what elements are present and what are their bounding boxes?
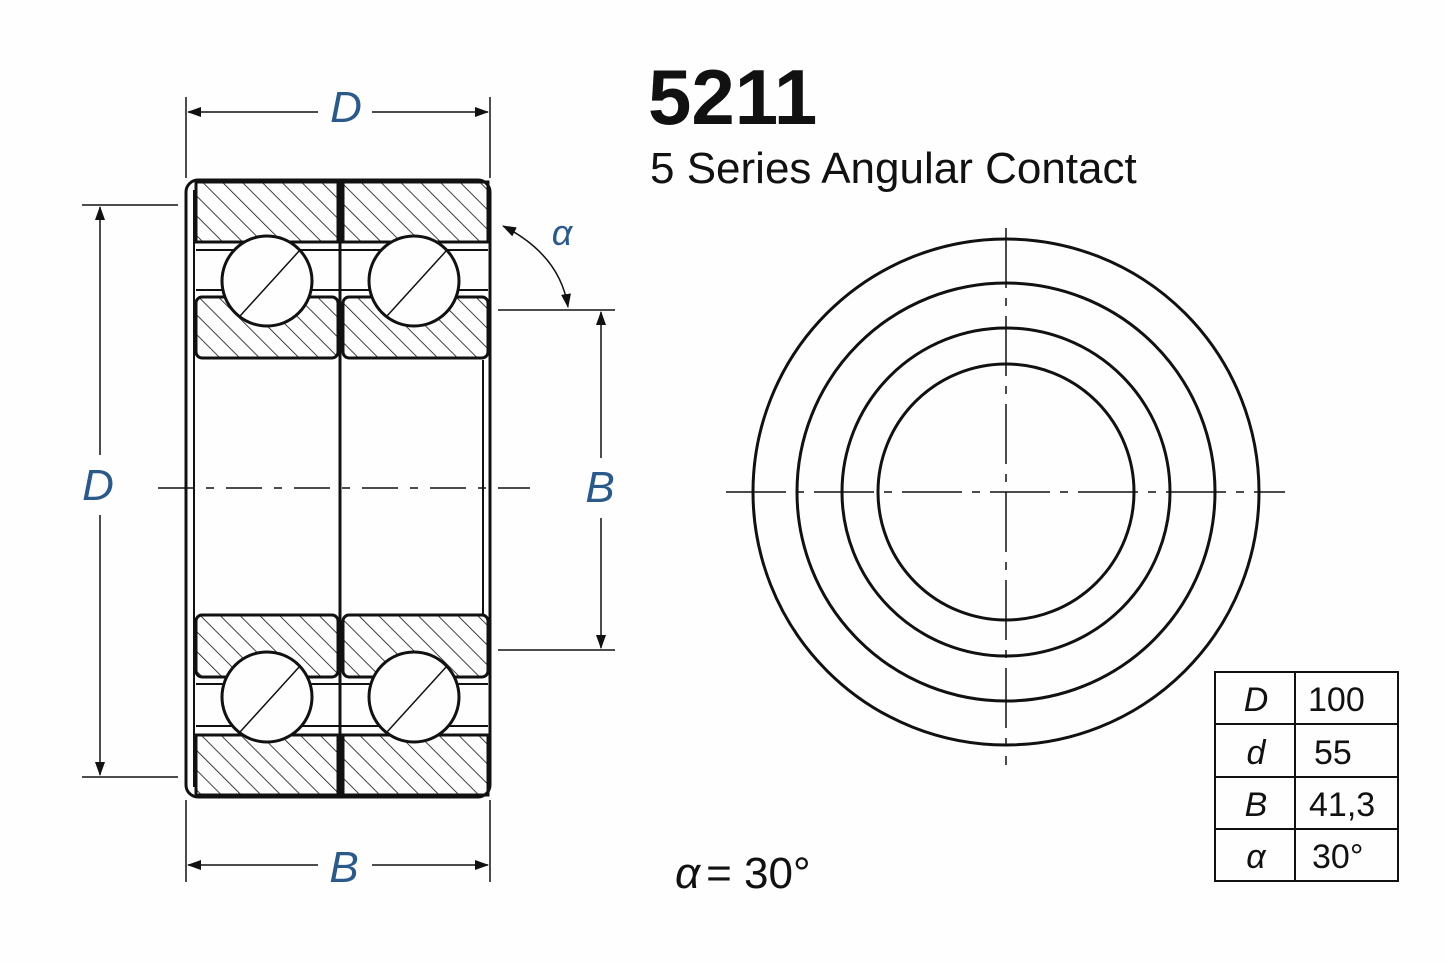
table-value: 55 (1314, 734, 1352, 772)
right-dimension-label: B (585, 463, 614, 512)
ball (220, 650, 314, 744)
angle-label: α (552, 212, 574, 253)
bottom-dimension-label: B (329, 843, 358, 892)
table-row: d 55 (1247, 734, 1352, 772)
table-value: 100 (1308, 681, 1365, 719)
ball (367, 650, 461, 744)
ball (367, 234, 461, 328)
angle-note-value: = 30° (706, 849, 810, 898)
angle-note-symbol: α (675, 849, 702, 898)
lower-outer-ring (194, 733, 490, 797)
upper-outer-ring (194, 180, 490, 244)
table-row: D 100 (1244, 681, 1365, 719)
spec-table (1214, 671, 1399, 882)
table-value: 30° (1312, 838, 1363, 876)
ball (220, 234, 314, 328)
angle-note: α= 30° (675, 849, 811, 898)
part-number-title: 5211 (648, 53, 817, 141)
table-symbol: D (1244, 681, 1269, 719)
table-symbol: B (1245, 786, 1268, 824)
series-subtitle: 5 Series Angular Contact (650, 144, 1137, 193)
table-row: B 41,3 (1245, 786, 1376, 824)
section-view (158, 178, 530, 799)
table-row: α 30° (1246, 838, 1363, 876)
top-dimension-label: D (330, 83, 362, 132)
table-value: 41,3 (1309, 786, 1375, 824)
front-view (726, 228, 1285, 765)
left-dimension-label: D (82, 461, 114, 510)
table-symbol: α (1246, 838, 1267, 876)
table-symbol: d (1247, 734, 1267, 772)
dimension-lines (82, 97, 615, 882)
